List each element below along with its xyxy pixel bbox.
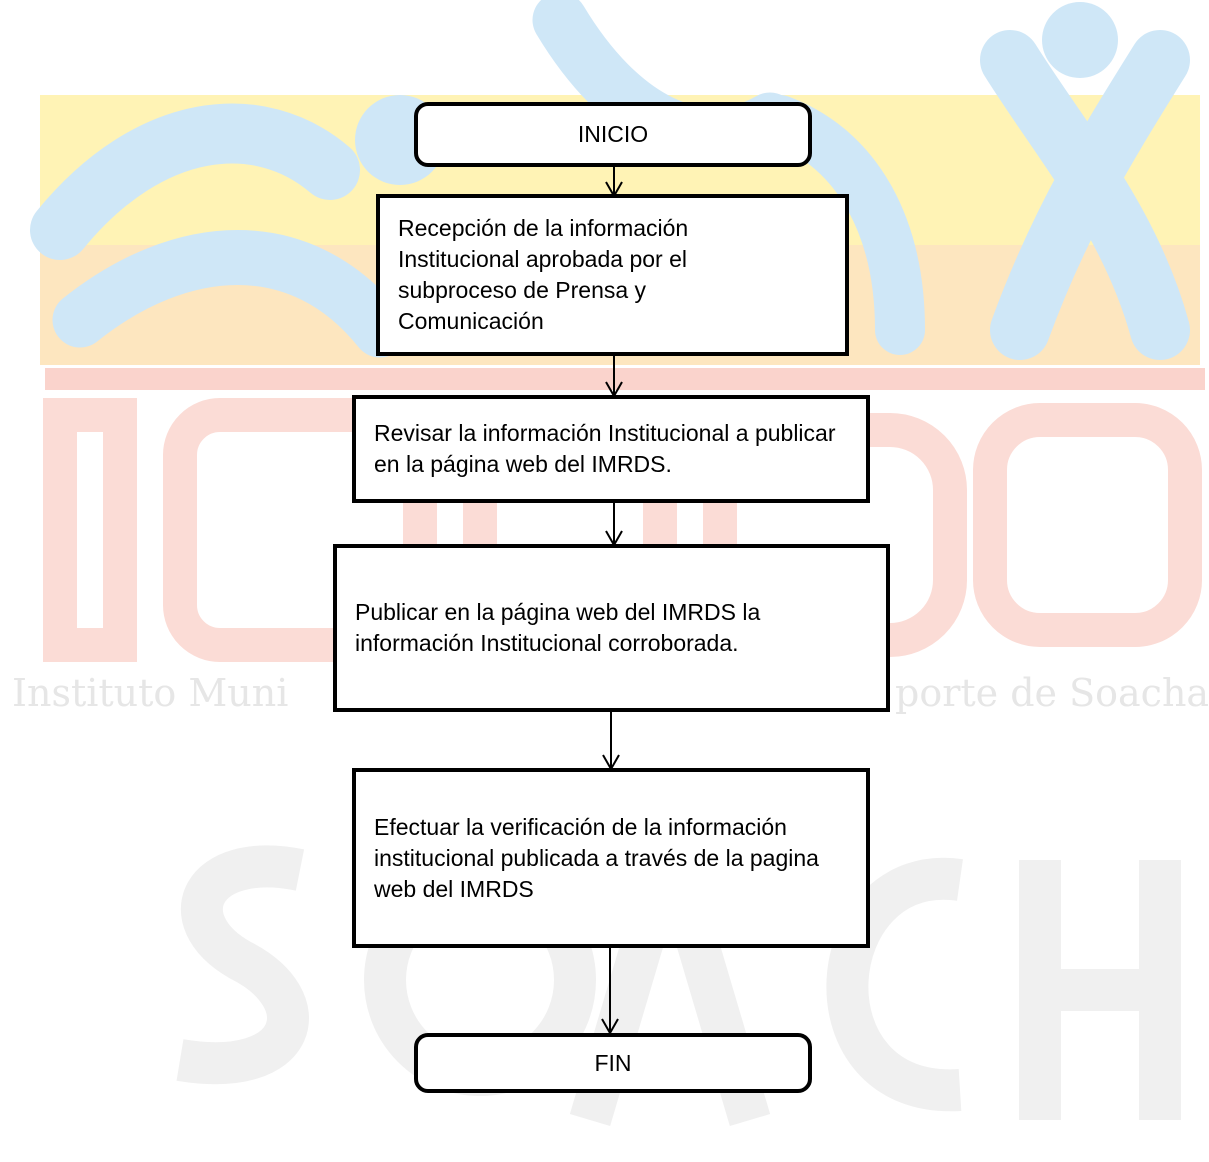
watermark-tagline-left: Instituto Muni xyxy=(12,671,288,715)
step-3-text: Publicar en la página web del IMRDS la i… xyxy=(355,599,761,656)
step-2-text: Revisar la información Institucional a p… xyxy=(374,420,836,477)
arrow-2 xyxy=(605,356,623,399)
step-4-box: Efectuar la verificación de la informaci… xyxy=(352,768,870,948)
step-2-box: Revisar la información Institucional a p… xyxy=(352,395,870,503)
arrow-5-head xyxy=(601,948,619,1036)
step-4-text: Efectuar la verificación de la informaci… xyxy=(374,813,819,902)
end-terminal: FIN xyxy=(414,1033,812,1093)
watermark-tagline-right: porte de Soacha xyxy=(895,671,1209,715)
step-1-text: Recepción de la información Instituciona… xyxy=(398,215,689,334)
start-label: INICIO xyxy=(577,121,649,147)
start-terminal: INICIO xyxy=(414,102,812,167)
arrow-3 xyxy=(605,502,623,548)
arrow-4 xyxy=(602,711,620,772)
step-3-box: Publicar en la página web del IMRDS la i… xyxy=(333,544,890,712)
end-label: FIN xyxy=(594,1049,632,1076)
step-1-box: Recepción de la información Instituciona… xyxy=(376,194,849,356)
arrow-1 xyxy=(605,166,623,199)
watermark-red-band xyxy=(45,368,1205,390)
